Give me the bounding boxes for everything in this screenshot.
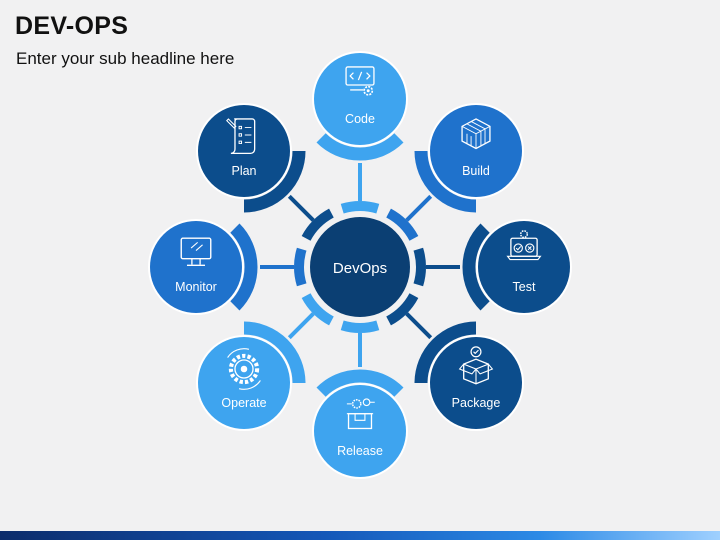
node-circle	[430, 105, 522, 197]
spoke-build	[405, 194, 433, 222]
node-label: Plan	[231, 164, 256, 178]
node-monitor[interactable]: Monitor	[148, 219, 244, 315]
node-label: Operate	[221, 396, 266, 410]
connector-spokes	[260, 163, 460, 367]
cube-icon	[461, 118, 491, 150]
arc-test	[462, 223, 490, 311]
hub-ring-segment	[413, 247, 426, 287]
node-circle	[198, 337, 290, 429]
plan-checklist-icon	[226, 118, 256, 155]
node-plan[interactable]: Plan	[196, 103, 292, 199]
arc-build	[414, 150, 477, 213]
hub-ring-segment	[386, 293, 419, 326]
hub-ring-segment	[386, 208, 419, 241]
spoke-operate	[287, 312, 315, 340]
hub[interactable]: DevOps	[310, 217, 410, 317]
spoke-plan	[287, 194, 315, 222]
node-circle	[198, 105, 290, 197]
footer-bar	[0, 531, 720, 540]
hub-ring	[294, 201, 426, 333]
node-operate[interactable]: Operate	[196, 335, 292, 431]
hub-ring-segment	[294, 247, 307, 287]
arc-release	[316, 369, 404, 397]
hub-ring-segment	[301, 293, 334, 326]
arc-package	[414, 321, 477, 384]
node-test[interactable]: Test	[476, 219, 572, 315]
node-build[interactable]: Build	[428, 103, 524, 199]
node-label: Package	[452, 396, 501, 410]
hub-ring-segment	[340, 201, 380, 214]
monitor-icon	[180, 237, 212, 266]
node-label: Test	[513, 280, 536, 294]
node-release[interactable]: Release	[312, 383, 408, 479]
release-box-icon	[346, 398, 375, 430]
node-circle	[314, 53, 406, 145]
spoke-package	[405, 312, 433, 340]
page-subtitle: Enter your sub headline here	[16, 49, 235, 68]
package-box-icon	[458, 346, 494, 385]
arc-monitor	[230, 223, 258, 311]
operate-gear-icon	[227, 348, 261, 390]
arc-plan	[243, 150, 306, 213]
node-package[interactable]: Package	[428, 335, 524, 431]
node-circle	[478, 221, 570, 313]
test-laptop-icon	[506, 230, 542, 261]
node-label: Code	[345, 112, 375, 126]
hub-ring-segment	[301, 208, 334, 241]
connector-arcs	[230, 133, 490, 397]
page-title: DEV-OPS	[15, 12, 129, 40]
node-label: Monitor	[175, 280, 217, 294]
hub-ring-segment	[340, 320, 380, 333]
node-code[interactable]: Code	[312, 51, 408, 147]
node-label: Release	[337, 444, 383, 458]
arc-operate	[243, 321, 306, 384]
node-circle	[314, 385, 406, 477]
arc-code	[316, 133, 404, 161]
node-circle	[150, 221, 242, 313]
node-label: Build	[462, 164, 490, 178]
hub-circle	[310, 217, 410, 317]
hub-label: DevOps	[333, 260, 387, 277]
